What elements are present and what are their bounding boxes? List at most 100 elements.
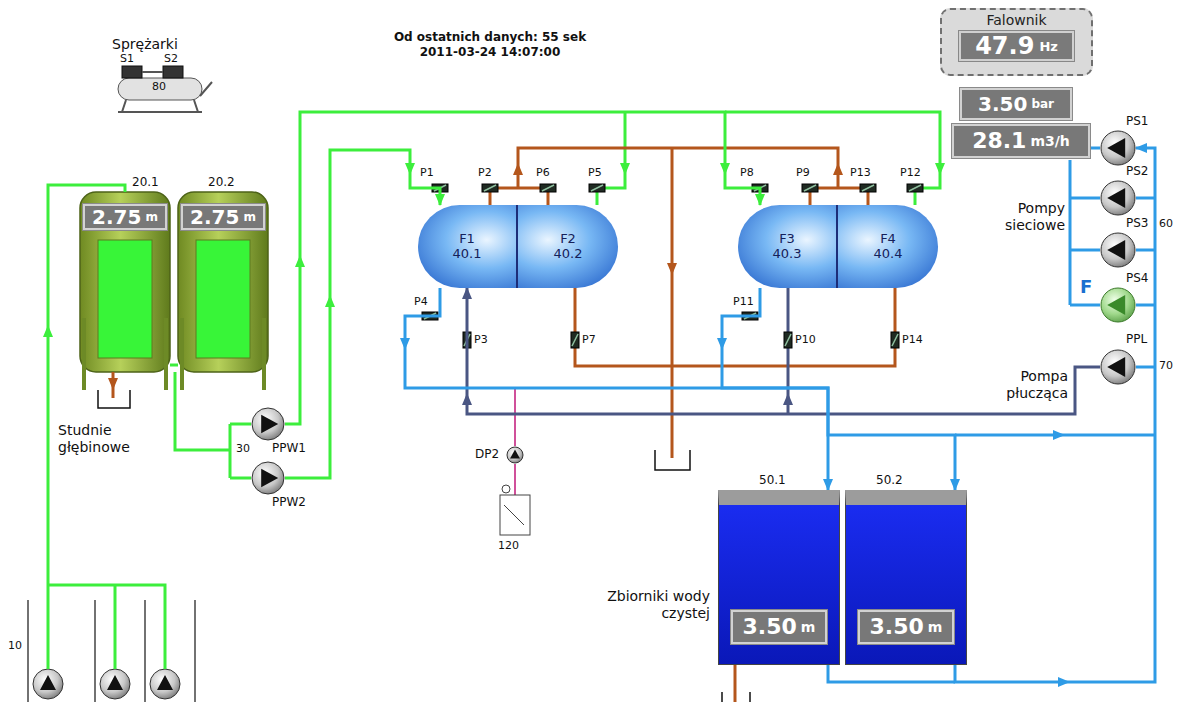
valve-symbol: [482, 184, 498, 192]
valve-label: P8: [740, 167, 754, 180]
well-pump: [40, 675, 173, 690]
pump-symbol: [251, 407, 285, 441]
valve-symbol: [571, 332, 579, 348]
prefilter-tank-text: 20.2: [208, 176, 235, 190]
backwash-pipe: [734, 665, 737, 702]
pump-text: PPW1: [272, 442, 306, 456]
pump-symbol: [506, 446, 524, 464]
pump-symbol: [252, 408, 284, 440]
section-title: Pompa płucząca: [966, 368, 1068, 402]
level-display: 3.50 m: [731, 610, 827, 644]
inverter-panel-text: 47.9: [975, 34, 1034, 58]
level-display-text: 3.50: [870, 616, 924, 638]
callout-number: 70: [1159, 360, 1173, 373]
pump-symbol: [1100, 287, 1136, 323]
valve-label: P6: [536, 167, 550, 180]
callout-number: 120: [498, 540, 519, 553]
clean-water-tank-text: 50.1: [759, 474, 786, 488]
level-display-text: m: [145, 211, 158, 223]
flow-arrow: [513, 163, 523, 175]
compressor-symbol: [118, 72, 212, 112]
raw-water-pipe: [48, 585, 165, 669]
pump-symbol: [1107, 357, 1125, 377]
prefilter-tank: [98, 240, 152, 358]
valve-symbol: [891, 332, 899, 348]
inverter-mark: F: [1080, 278, 1092, 296]
pump-symbol: [252, 462, 284, 494]
dosing-line: [514, 388, 516, 495]
valve-label: P12: [900, 167, 921, 180]
valve-label: P3: [474, 334, 488, 347]
flow-arrow: [108, 378, 118, 390]
valve-symbol: [860, 184, 876, 192]
level-display-text: 2.75: [92, 207, 141, 227]
filter-chamber: F340.3: [738, 205, 838, 288]
compressor-symbol: [122, 66, 142, 78]
raw-water-pipe: [170, 364, 178, 367]
flow-arrow: [783, 393, 793, 405]
backwash-pipe: [575, 288, 895, 366]
pump-symbol: [510, 450, 520, 459]
flow-arrow: [43, 163, 1070, 687]
pump: PPW2: [251, 461, 285, 495]
level-display-text: m: [801, 620, 816, 634]
filter-chamber-text: F2: [560, 232, 576, 247]
valve-label: P10: [795, 334, 816, 347]
flow-display: 28.1 m3/h: [952, 124, 1090, 158]
section-title: Pompy sieciowe: [965, 200, 1065, 234]
pump-symbol: [1107, 138, 1125, 158]
dosing-line: [514, 388, 516, 495]
level-display: 3.50m: [858, 610, 954, 644]
valve-label: P9: [796, 167, 810, 180]
status-text: Od ostatnich danych: 55 sek: [380, 31, 600, 45]
filter-chamber-text: 40.4: [874, 247, 903, 262]
pressure-display: 3.50bar: [960, 88, 1072, 120]
dosing-tank: [500, 495, 530, 535]
dosing-pump-text: DP2: [475, 448, 499, 462]
pump-symbol: [1107, 240, 1125, 260]
pump-symbol: [1107, 188, 1125, 208]
level-display-text: 3.50: [743, 616, 797, 638]
pump: PS1: [1100, 130, 1136, 166]
pump-symbol: [1101, 131, 1135, 165]
filter-chamber-text: F3: [779, 232, 795, 247]
pump: PS2: [1100, 180, 1136, 216]
valve-label: P11: [733, 296, 754, 309]
pump-symbol: [1100, 349, 1136, 385]
compressor-text: S1: [120, 53, 134, 66]
clean-water-pipe: [828, 665, 955, 682]
valve-label: P13: [850, 167, 871, 180]
drain-sink: [722, 692, 750, 702]
filter-chamber-text: F1: [459, 232, 475, 247]
flow-arrow: [833, 163, 843, 175]
prefilter-tank: [80, 192, 170, 372]
level-display-text: m: [243, 211, 256, 223]
filter-chamber: F140.1: [418, 205, 518, 288]
valve-symbol: [540, 184, 556, 192]
flow-display-text: m3/h: [1030, 134, 1069, 148]
flow-arrow: [667, 263, 677, 275]
flow-arrow: [620, 163, 630, 175]
prefilter-tank: [196, 240, 250, 358]
prefilter-tank: 2.75m20.2: [178, 192, 268, 372]
inverter-panel-text: Falownik: [986, 12, 1046, 28]
compressor-symbol: [118, 66, 212, 112]
pump-symbol: [1101, 288, 1135, 322]
callout-number: 30: [236, 443, 250, 456]
flow-arrow: [43, 325, 53, 337]
pipe-connector: [285, 112, 760, 424]
compressor: SprężarkiS1S280: [108, 36, 218, 116]
section-title: Studnie głębinowe: [58, 422, 148, 456]
section-title: Zbiorniki wody czystej: [578, 588, 710, 622]
dosing-tank: [504, 505, 524, 525]
frequency-display: 47.9Hz: [959, 31, 1074, 61]
well-casing: [28, 600, 195, 702]
flow-display-text: 28.1: [972, 130, 1026, 152]
backwash-pipe: [671, 148, 674, 458]
pump-symbol: [1100, 130, 1136, 166]
callout-number: 10: [8, 640, 22, 653]
pump-symbol: [1101, 233, 1135, 267]
pump-symbol: [1100, 232, 1136, 268]
filter-chamber-text: F4: [880, 232, 896, 247]
inverter-panel: Falownik 47.9Hz: [940, 8, 1093, 76]
